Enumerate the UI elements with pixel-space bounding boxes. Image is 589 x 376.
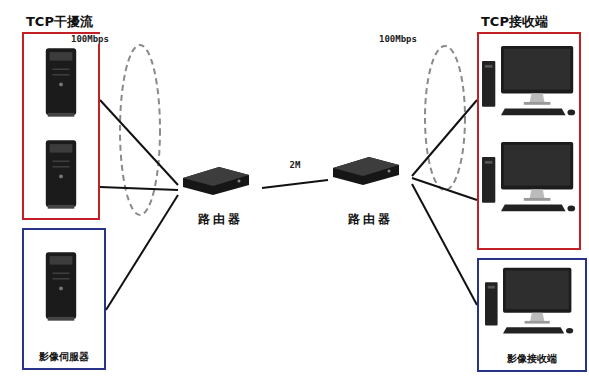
network-link: [100, 187, 178, 190]
server-icon: [46, 140, 76, 208]
network-link: [106, 195, 178, 310]
network-link: [412, 178, 477, 200]
server-icon: [46, 48, 76, 116]
router-icon: [179, 158, 251, 198]
router-node: 路由器: [178, 158, 262, 230]
network-link: [262, 180, 328, 188]
router-node: 路由器: [328, 148, 412, 230]
bandwidth-label: 100Mbps: [70, 34, 110, 44]
group-heading: TCP接收端: [481, 13, 548, 31]
receiver-group-box: TCP接收端: [477, 32, 581, 250]
pc-icon: [485, 268, 573, 334]
box-label: 影像接收端: [479, 352, 585, 366]
link-speed-label: 2M: [289, 160, 302, 170]
pc-icon: [482, 46, 575, 115]
video-receiver-box: 影像接收端: [477, 258, 587, 372]
pc-icon: [482, 142, 575, 211]
server-group-box: TCP干擾流: [22, 32, 100, 220]
bandwidth-label: 100Mbps: [378, 34, 418, 44]
network-link: [412, 100, 477, 176]
group-heading: TCP干擾流: [26, 13, 93, 31]
network-link: [100, 100, 178, 185]
server-icon: [46, 252, 76, 320]
router-label: 路由器: [178, 211, 262, 228]
video-server-box: 影像伺服器: [22, 228, 106, 370]
network-link: [412, 184, 477, 305]
box-label: 影像伺服器: [24, 350, 104, 364]
link-group-ellipse: [425, 46, 465, 190]
router-icon: [329, 148, 401, 188]
router-label: 路由器: [328, 211, 412, 228]
